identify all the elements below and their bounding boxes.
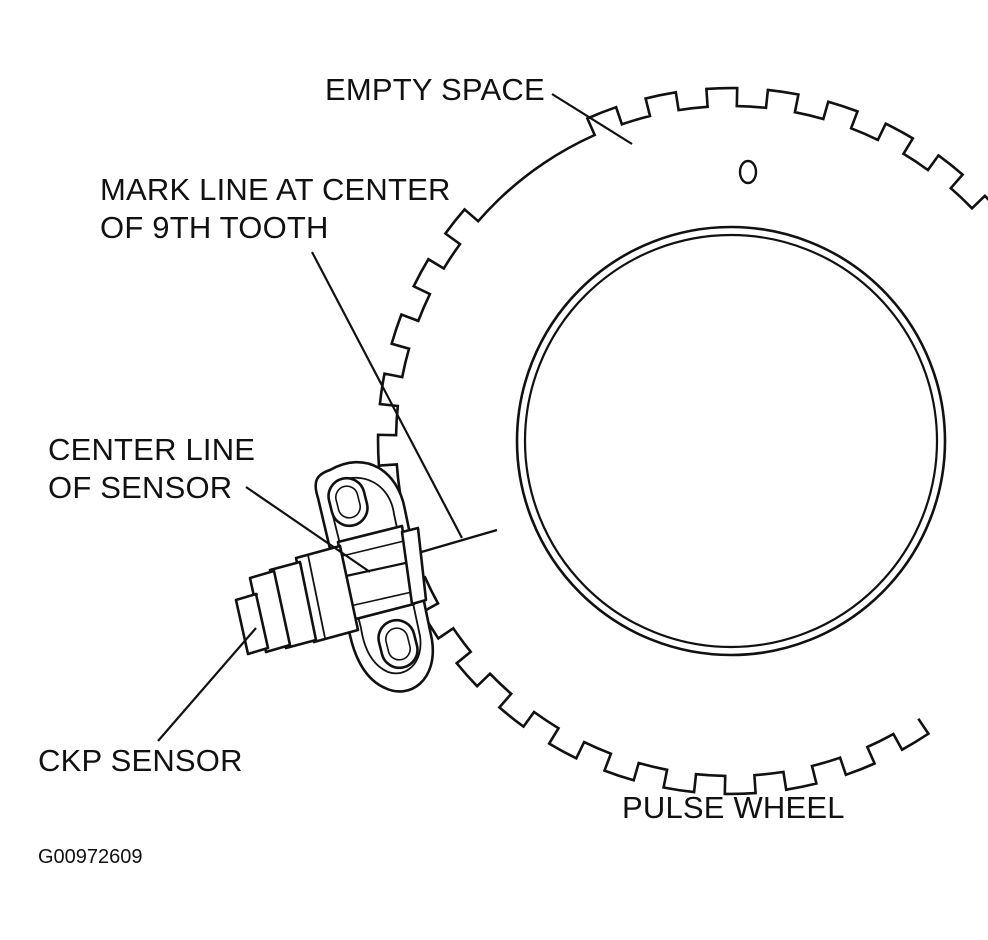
pulse-wheel-label: PULSE WHEEL <box>622 790 845 825</box>
pulse-wheel-hub-inner-ring <box>523 233 939 649</box>
mark-line-leader <box>311 251 463 539</box>
center-line-label-line1: CENTER LINE <box>48 432 256 467</box>
ckp-sensor-leader <box>157 627 257 742</box>
mark-line-label-line2: OF 9TH TOOTH <box>100 210 329 245</box>
center-line-leader <box>245 486 371 573</box>
ckp-sensor-body <box>234 460 435 693</box>
pulse-wheel-hub-outer-ring <box>515 225 947 657</box>
center-line-label-line2: OF SENSOR <box>48 470 233 505</box>
empty-space-leader <box>551 93 633 145</box>
empty-space-label: EMPTY SPACE <box>325 72 545 107</box>
ckp-sensor-label: CKP SENSOR <box>38 743 243 778</box>
timing-hole <box>738 159 758 185</box>
mark-line-label-line1: MARK LINE AT CENTER <box>100 172 451 207</box>
figure-id: G00972609 <box>38 846 143 868</box>
mark-line <box>417 528 498 555</box>
pulse-wheel-toothed-rim <box>376 86 988 796</box>
